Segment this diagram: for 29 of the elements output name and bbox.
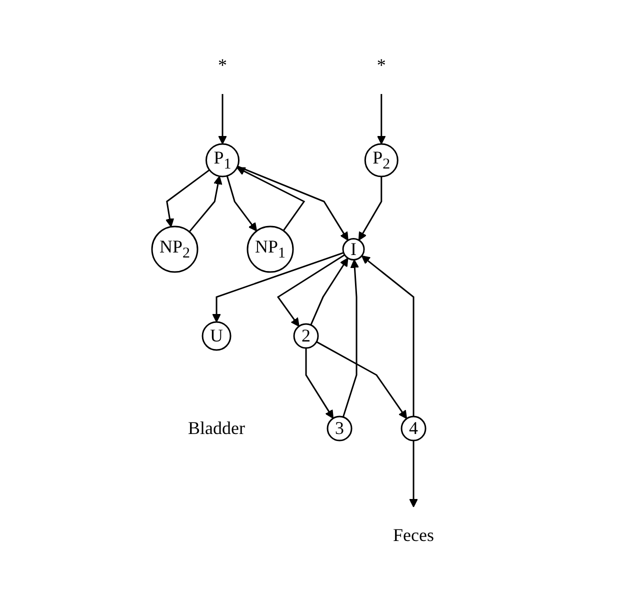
node-circle: I [342, 238, 366, 260]
node-circle: P$_{2}$ [364, 143, 399, 178]
node-text: Feces [394, 525, 434, 545]
arrow [377, 94, 386, 144]
arrow [342, 259, 360, 418]
node-label: Bladder [188, 418, 246, 438]
arrow [410, 440, 418, 508]
arrow [212, 252, 344, 322]
node-text: * [377, 54, 386, 75]
node-circle: P$_{1}$ [206, 143, 240, 178]
arrow [166, 169, 210, 228]
arrow [310, 258, 349, 326]
node-circle: U [202, 321, 232, 351]
arrow [306, 348, 334, 419]
arrow [238, 166, 349, 241]
arrow [237, 167, 306, 232]
node-circle: NP$_{1}$ [247, 226, 294, 273]
arrow [226, 176, 258, 232]
node-circle: 3 [327, 416, 353, 442]
arrow [277, 254, 346, 327]
arrow [316, 341, 408, 420]
arrow [358, 176, 383, 241]
arrow [189, 176, 223, 232]
arrow [362, 255, 415, 416]
arrow [218, 94, 228, 144]
node-circle: 4 [401, 416, 427, 442]
node-circle: NP$_{2}$ [152, 226, 199, 273]
node-circle: 2 [294, 323, 320, 349]
node-text: * [218, 54, 228, 75]
